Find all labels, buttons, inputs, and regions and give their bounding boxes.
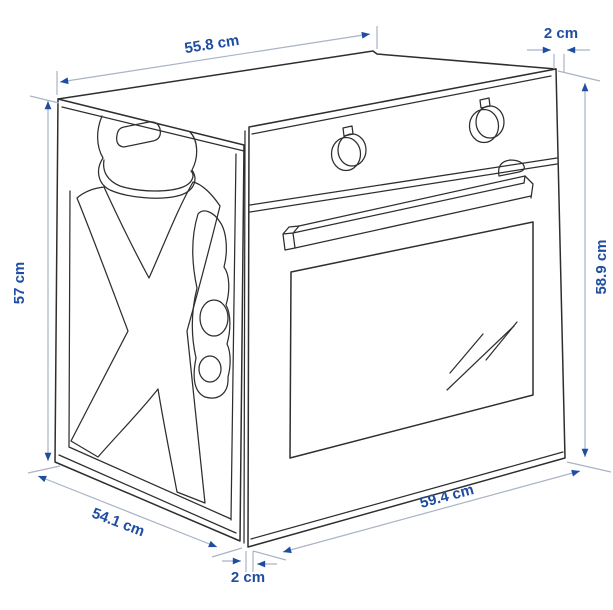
handle-bar-topface-edge	[298, 175, 526, 227]
ext-front-width-left	[252, 550, 287, 561]
side-panel-bottom-thickness	[58, 454, 237, 534]
label-bottom-overhang: 2 cm	[231, 569, 265, 586]
door-glass	[289, 221, 534, 459]
knob-right-side	[468, 108, 500, 144]
oven-drawing	[54, 50, 566, 548]
glass-reflection-1	[449, 333, 484, 374]
ext-right-height-top	[557, 70, 601, 82]
door-handle	[282, 175, 534, 251]
glass-reflection-3	[485, 321, 518, 361]
label-top-overhang: 2 cm	[544, 25, 578, 42]
glass-reflection-2	[446, 325, 515, 391]
oven-side-panel	[54, 98, 245, 542]
dim-line-top-width	[59, 31, 371, 85]
label-side-depth: 54.1 cm	[89, 505, 146, 541]
side-panel-x-emboss	[70, 181, 221, 504]
dim-line-side-depth	[37, 475, 218, 548]
vent-circle-small	[198, 355, 222, 383]
door-glass-outline	[289, 221, 534, 459]
ext-side-depth-right	[211, 547, 243, 558]
vent-emboss-outline	[191, 210, 231, 399]
dim-line-front-width	[282, 469, 581, 554]
dim-left-height: 57 cm	[11, 95, 61, 474]
ext-left-height-top	[29, 95, 60, 104]
handle-left-cap-front	[282, 232, 296, 251]
handle-bar-top-edge	[292, 182, 525, 234]
side-panel-front-inner-border	[230, 153, 237, 521]
dim-bottom-overhang: 2 cm	[222, 551, 277, 586]
door-bottom-inner-edge	[250, 451, 564, 540]
dim-top-width: 55.8 cm	[56, 26, 378, 95]
knob-right-pointer	[479, 97, 491, 109]
control-knob-left	[330, 125, 367, 172]
dim-right-height: 58.9 cm	[557, 70, 612, 473]
ext-left-height-bottom	[27, 465, 61, 474]
oven-top-face	[57, 50, 557, 100]
label-top-width: 55.8 cm	[183, 32, 240, 57]
control-panel-divider-outer	[249, 157, 558, 206]
front-frame-outline	[247, 68, 566, 548]
knob-left-side	[330, 136, 362, 172]
label-left-height: 57 cm	[11, 262, 28, 305]
dim-top-overhang: 2 cm	[527, 25, 590, 73]
knob-left-pointer	[342, 125, 354, 137]
top-face-back-edge	[57, 50, 557, 100]
dim-front-width: 59.4 cm	[252, 469, 581, 561]
side-panel-handle-cutout	[97, 115, 198, 199]
handle-right-cap	[523, 175, 534, 199]
dim-side-depth: 54.1 cm	[37, 475, 243, 558]
handle-emboss-brim	[102, 159, 194, 192]
vent-circle-large	[199, 299, 229, 337]
side-panel-vent-emboss	[191, 210, 231, 399]
ext-right-height-bottom	[566, 461, 612, 473]
side-panel-outline	[54, 98, 245, 542]
oven-front-frame	[243, 68, 566, 548]
handle-bar-bottom-edge	[294, 195, 532, 249]
handle-slot	[116, 121, 161, 148]
side-panel-top-thickness	[61, 106, 245, 152]
door-latch	[498, 159, 525, 177]
handle-left-cap-top	[282, 225, 300, 235]
label-right-height: 58.9 cm	[593, 239, 610, 294]
control-knob-right	[468, 97, 505, 144]
dimension-annotations: 55.8 cm 2 cm 57 cm 58.9 cm 5	[11, 25, 612, 586]
front-frame-left-return	[243, 130, 246, 544]
handle-emboss-outline	[97, 115, 198, 199]
front-frame-top-inner	[251, 75, 552, 135]
control-panel-divider-inner	[249, 163, 558, 213]
